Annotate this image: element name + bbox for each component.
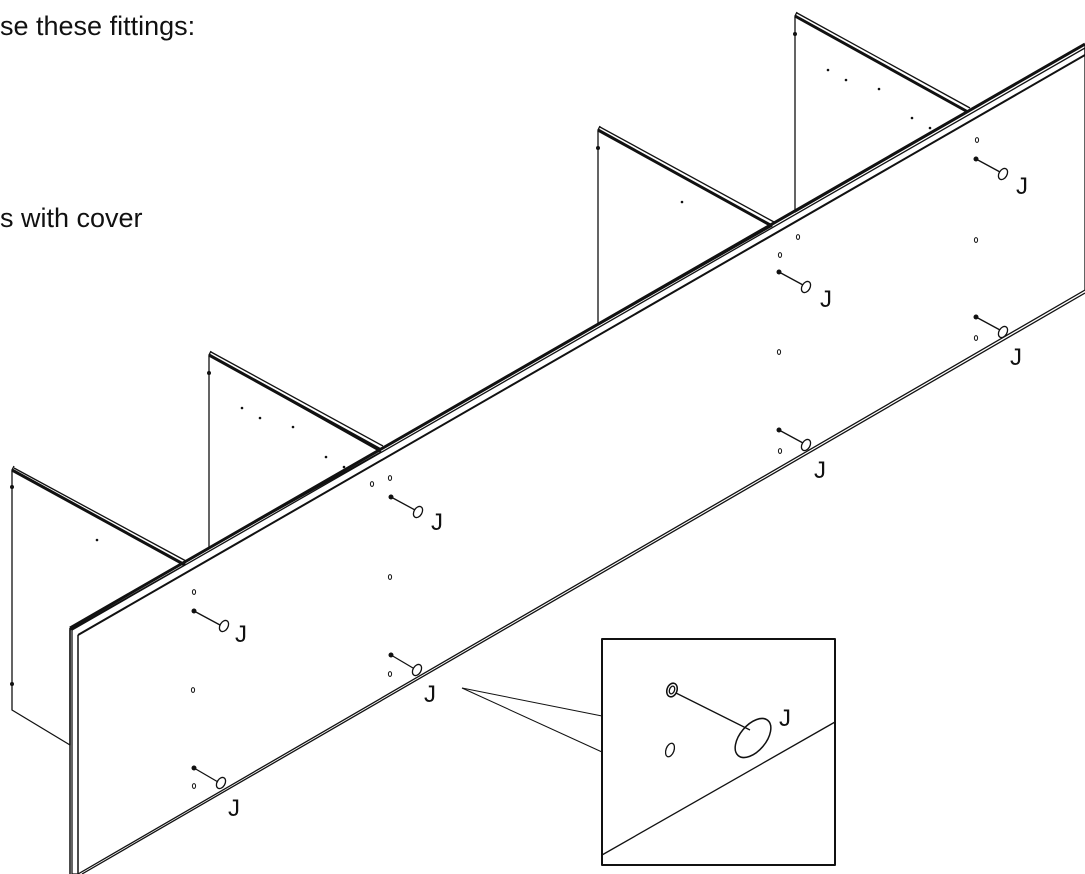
part-labels: J J J J J J J J J [228,173,1028,822]
fitting-label: J [431,509,443,536]
detail-callout-leader [461,687,603,753]
fitting-label: J [228,795,240,822]
divider-pilot-holes [10,32,932,686]
fitting-label: J [1010,344,1022,371]
fitting-label: J [814,457,826,484]
instruction-line-1: se these fittings: [0,11,196,41]
fitting-j [388,652,423,677]
fitting-j [776,427,812,452]
fitting-j [191,608,230,633]
fitting-label: J [235,621,247,648]
fitting-j [973,156,1009,181]
detail-open-hole [664,742,676,758]
long-side-board [69,42,1085,874]
detail-cover-cap [734,717,772,759]
fitting-j [973,314,1009,339]
detail-inset [601,638,836,866]
fitting-j [191,765,227,790]
board-holes [190,137,980,789]
detail-hole-with-fitting [665,682,679,698]
fitting-j [388,494,424,519]
fitting-label: J [424,681,436,708]
detail-fitting-label: J [779,705,791,732]
fitting-label: J [820,286,832,313]
divider-panel [794,11,971,213]
fitting-j [776,269,812,294]
fitting-label: J [1016,173,1028,200]
divider-panel [11,465,187,746]
instruction-line-2: s with cover [0,203,143,233]
